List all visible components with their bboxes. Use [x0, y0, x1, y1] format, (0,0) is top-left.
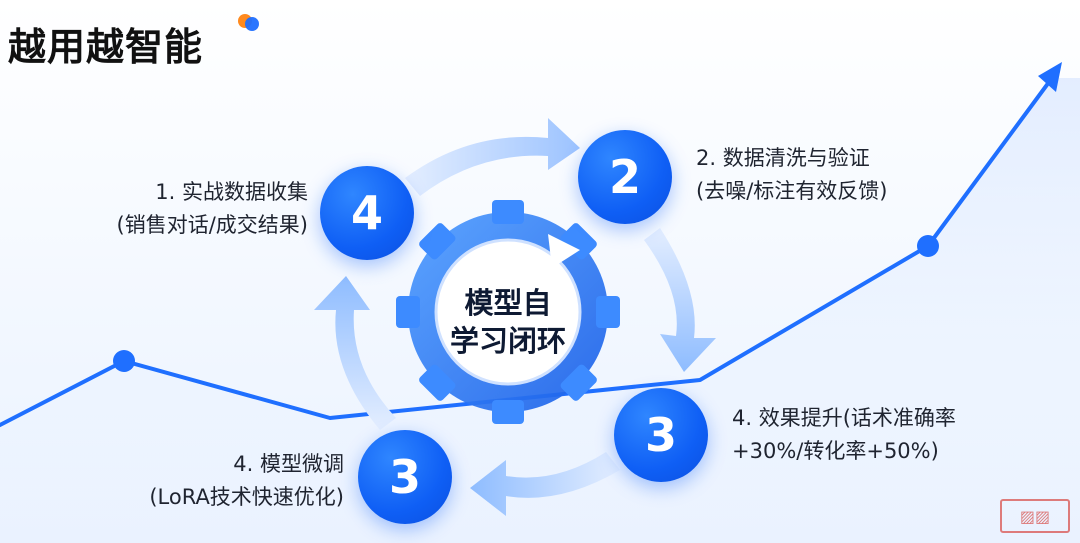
cycle-arrow-top [405, 118, 580, 196]
center-cycle-title: 模型自 学习闭环 [449, 286, 566, 358]
trend-arrowhead-icon [1038, 62, 1062, 92]
seal-stamp-icon: ▨▨ [1000, 499, 1070, 533]
trend-point [113, 350, 135, 372]
gear-icon [396, 200, 620, 424]
page-title: 越用越智能 [8, 25, 204, 69]
trend-point [917, 235, 939, 257]
title-dots-icon [236, 12, 262, 34]
step-badge: 2 [578, 130, 672, 224]
step-label: 1. 实战数据收集 (销售对话/成交结果) [116, 180, 308, 237]
step-badge: 4 [320, 166, 414, 260]
step-badge: 3 [358, 430, 452, 524]
step-label: 2. 数据清洗与验证 (去噪/标注有效反馈) [696, 146, 888, 203]
cycle-arrow-right [644, 228, 716, 372]
step-label: 4. 模型微调 (LoRA技术快速优化) [149, 452, 344, 509]
cycle-arrow-left [314, 276, 396, 430]
step-label: 4. 效果提升(话术准确率 +30%/转化率+50%) [732, 406, 956, 463]
step-badge: 3 [614, 388, 708, 482]
cycle-arrow-bottom [470, 452, 620, 516]
trend-area [0, 78, 1080, 543]
